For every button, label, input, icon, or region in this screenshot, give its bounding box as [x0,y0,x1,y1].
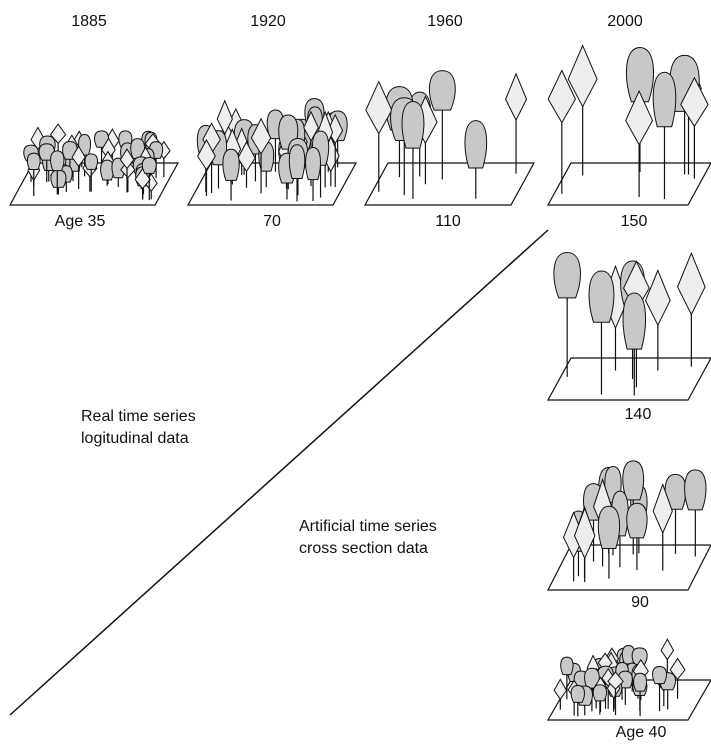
deciduous-tree-icon [401,100,425,199]
deciduous-tree-icon [652,71,677,200]
deciduous-tree-icon [560,656,574,700]
conifer-tree-icon [607,671,624,716]
age-label-40: Age 40 [615,724,667,741]
conifer-tree-icon [237,140,256,188]
conifer-tree-icon [119,148,135,193]
conifer-tree-icon [120,159,136,193]
stand-plots [8,44,711,721]
deciduous-tree-icon [588,270,615,395]
deciduous-tree-icon [553,251,581,377]
ground-plot [8,162,180,206]
deciduous-tree-icon [684,469,707,557]
deciduous-tree-icon [26,152,41,197]
deciduous-tree-icon [50,169,67,195]
real-series-caption-line2: logitudinal data [81,430,189,447]
stand-2000-plot [546,44,711,206]
conifer-tree-icon [645,269,671,371]
real-series-caption-line1: Real time series [81,408,196,425]
year-label-1920: 1920 [250,13,286,30]
age-label-90: 90 [631,594,649,611]
artificial-series-caption-line2: cross section data [299,540,428,557]
deciduous-tree-icon [50,150,65,195]
stand-40-plot [546,638,711,721]
conifer-tree-icon [573,506,596,583]
year-label-1885: 1885 [71,13,107,30]
deciduous-tree-icon [626,502,648,571]
deciduous-tree-icon [84,153,98,192]
deciduous-tree-icon [570,684,585,717]
stand-1885-plot [8,123,180,206]
deciduous-tree-icon [141,157,157,201]
ground-plot [546,357,711,401]
conifer-tree-icon [547,69,577,194]
deciduous-tree-icon [597,505,621,579]
deciduous-tree-icon [652,665,668,712]
conifer-tree-icon [365,80,393,192]
conifer-tree-icon [677,251,706,367]
deciduous-tree-icon [305,146,321,202]
conifer-tree-icon [505,72,528,174]
year-label-1960: 1960 [427,13,463,30]
conifer-tree-icon [625,89,654,197]
conifer-tree-icon [197,138,216,196]
stand-140-plot [546,251,711,401]
stand-1920-plot [186,98,358,206]
year-label-2000: 2000 [607,13,643,30]
conifer-tree-icon [680,76,709,179]
conifer-tree-icon [652,482,673,571]
deciduous-tree-icon [592,684,608,715]
conifer-tree-icon [134,167,151,200]
conifer-tree-icon [567,44,598,176]
conifer-tree-icon [553,678,568,710]
conifer-tree-icon [669,657,686,699]
ground-plot [186,162,358,206]
deciduous-tree-icon [633,672,648,717]
age-label-110: 110 [435,213,461,230]
deciduous-tree-icon [584,667,600,712]
divider-line [9,229,549,716]
deciduous-tree-icon [222,148,240,201]
ground-plot [363,162,536,206]
deciduous-tree-icon [464,120,488,199]
age-label-70: 70 [263,213,281,230]
stand-1960-plot [363,70,536,206]
deciduous-tree-icon [428,70,456,180]
deciduous-tree-icon [288,144,306,202]
stand-90-plot [547,460,711,591]
conifer-tree-icon [71,145,86,189]
conifer-tree-icon [250,117,272,194]
artificial-series-caption-line1: Artificial time series [299,518,437,535]
age-label-35: Age 35 [54,213,106,230]
age-label-150: 150 [620,213,648,230]
deciduous-tree-icon [622,292,646,396]
age-label-140: 140 [624,406,652,423]
ground-plot [546,162,711,206]
ground-plot [547,544,711,591]
